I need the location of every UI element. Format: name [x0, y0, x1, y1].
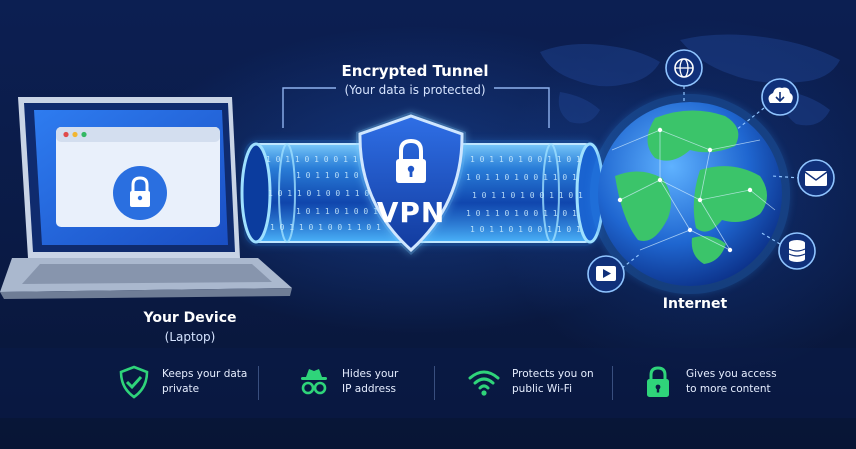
binary-stream: 1 0 1 1 0 1 0 0 1 1 0 1	[296, 171, 407, 180]
binary-stream: 1 0 1 1 0 1 0 0 1 1 0 1	[466, 173, 577, 182]
padlock-icon	[130, 176, 150, 207]
laptop	[0, 97, 292, 299]
binary-stream: 1 0 1 1 0 1 0 0 1 1 0 1	[466, 209, 577, 218]
feature-text: Keeps your data private	[162, 368, 248, 395]
feature-divider	[434, 366, 435, 400]
shield-check-icon	[119, 365, 149, 399]
feature-text: Hides your IP address	[342, 368, 399, 395]
feature-strip-background	[0, 348, 856, 418]
padlock-icon	[396, 138, 426, 183]
incognito-icon	[301, 369, 327, 395]
feature-item-content: Gives you access to more content	[640, 360, 791, 404]
feature-text: Gives you access to more content	[686, 368, 777, 395]
vpn-badge-label: VPN	[376, 196, 446, 229]
feature-item-wifi: Protects you on public Wi-Fi	[466, 360, 617, 404]
device-subtitle: (Laptop)	[164, 330, 216, 344]
device-title: Your Device	[143, 310, 237, 326]
binary-stream: 1 0 1 1 0 1 0 0 1 1 0 1	[268, 189, 379, 198]
world-map-backdrop	[540, 34, 840, 126]
tunnel-subtitle: (Your data is protected)	[344, 83, 486, 97]
feature-divider	[258, 366, 259, 400]
binary-stream: 1 0 1 1 0 1 0 0 1 1 0 1	[470, 225, 581, 234]
feature-divider	[612, 366, 613, 400]
padlock-icon	[647, 366, 669, 397]
database-icon	[778, 232, 816, 270]
video-play-icon	[587, 255, 625, 293]
binary-stream: 1 0 1 1 0 1 0 0 1 1 0 1	[296, 207, 407, 216]
globe-icon	[665, 49, 703, 87]
binary-stream: 1 0 1 1 0 1 0 0 1 1 0 1	[470, 155, 581, 164]
feature-item-ip: Hides your IP address	[296, 360, 447, 404]
vpn-shield-badge	[355, 112, 467, 255]
feature-text: Protects you on public Wi-Fi	[512, 368, 594, 395]
binary-stream: 1 0 1 1 0 1 0 0 1 1 0 1	[472, 191, 583, 200]
internet-globe	[590, 86, 801, 294]
tunnel-title: Encrypted Tunnel	[341, 62, 489, 80]
feature-item-privacy: Keeps your data private	[116, 360, 267, 404]
binary-stream: 1 0 1 1 0 1 0 0 1 1 0 1	[266, 155, 377, 164]
mail-icon	[797, 159, 835, 197]
binary-stream: 1 0 1 1 0 1 0 0 1 1 0 1	[270, 223, 381, 232]
cloud-download-icon	[761, 78, 799, 116]
wifi-icon	[468, 370, 500, 396]
feature-list: Keeps your data private Hides your IP ad…	[0, 352, 856, 412]
encrypted-tunnel: 1 0 1 1 0 1 0 0 1 1 0 1 1 0 1 1 0 1 0 0 …	[240, 140, 605, 246]
internet-title: Internet	[662, 296, 728, 312]
tunnel-bracket	[282, 87, 550, 128]
